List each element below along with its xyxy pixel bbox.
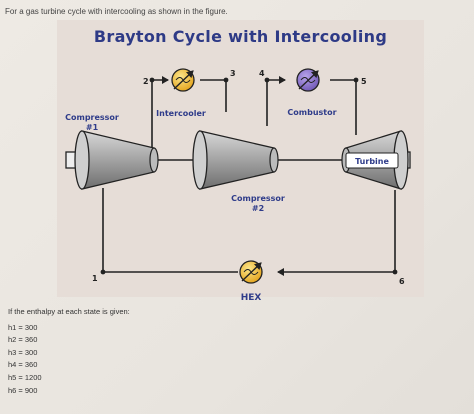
state-point-3 [223,77,229,83]
enthalpy-h4: h4 = 360 [8,360,38,370]
label-combustor: Combustor [287,108,336,117]
state-label-3: 3 [230,69,236,78]
compressor-2 [192,130,279,190]
label-compressor-2-number: #2 [252,204,264,213]
state-label-5: 5 [361,77,367,86]
state-point-5 [353,77,359,83]
line-3-4 [266,76,286,126]
enthalpy-h5: h5 = 1200 [8,372,42,382]
state-label-6: 6 [399,277,405,286]
enthalpy-h2: h2 = 360 [8,335,38,345]
state-points [100,77,398,275]
state-label-1: 1 [92,274,98,283]
problem-statement: For a gas turbine cycle with intercoolin… [5,7,228,16]
given-heading: If the enthalpy at each state is given: [8,307,130,316]
hex-heat-exchanger [239,260,263,284]
given-values: If the enthalpy at each state is given: … [8,306,130,397]
label-compressor-1: Compressor [65,113,119,122]
state-label-2: 2 [143,77,149,86]
label-turbine: Turbine [355,157,389,166]
label-intercooler: Intercooler [156,109,206,118]
enthalpy-h1: h1 = 300 [8,322,38,332]
state-point-4 [264,77,270,83]
line-2-3 [200,79,227,112]
label-hex: HEX [241,293,262,303]
line-5-6 [277,190,396,276]
diagram-title: Brayton Cycle with Intercooling [93,27,388,46]
enthalpy-h6: h6 = 900 [8,385,38,395]
line-6-1 [102,188,238,273]
intercooler [171,68,195,92]
combustor [296,68,320,92]
turbine [341,130,409,190]
state-point-1 [100,269,106,275]
state-point-6 [392,269,398,275]
label-compressor-2: Compressor [231,194,285,203]
label-compressor-1-number: #1 [86,123,99,132]
enthalpy-h3: h3 = 300 [8,347,38,357]
state-label-4: 4 [259,69,265,78]
compressor-1 [74,130,159,190]
state-point-2 [149,77,155,83]
